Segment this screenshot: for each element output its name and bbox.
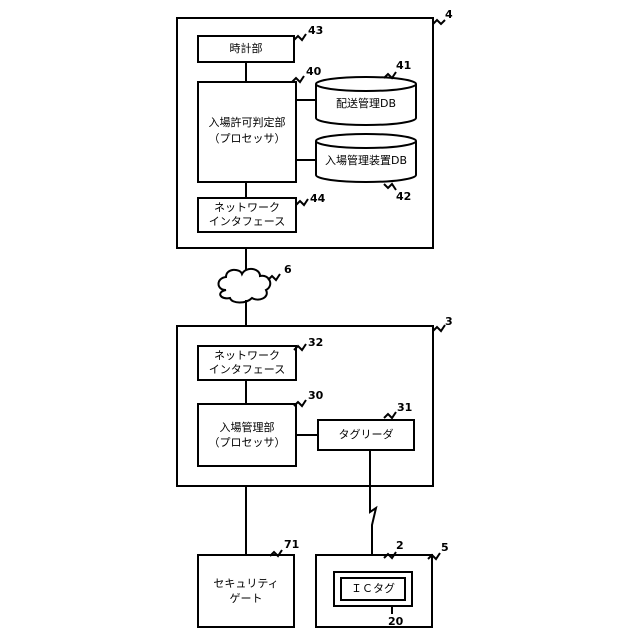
network-ref-leader xyxy=(268,274,280,280)
network-ref: 6 xyxy=(284,263,292,276)
package-ref: 5 xyxy=(441,541,449,554)
tag-reader-label: タグリーダ xyxy=(339,427,394,441)
device-nif-line2: インタフェース xyxy=(209,363,285,376)
device-ref-leader xyxy=(433,325,445,331)
package-ref-leader xyxy=(428,553,440,559)
server-processor-line1: 入場許可判定部 xyxy=(209,115,286,129)
device-processor-ref: 30 xyxy=(308,389,324,402)
gate-ref: 71 xyxy=(284,538,299,551)
ic-tag-ref: 2 xyxy=(396,539,404,552)
db-delivery-ref: 41 xyxy=(396,59,411,72)
network-cloud xyxy=(219,269,271,303)
server-ref: 4 xyxy=(445,8,453,21)
server-nif-ref: 44 xyxy=(310,192,326,205)
ic-tag-ref-bottom: 20 xyxy=(388,615,404,628)
server-processor-line2: （プロセッサ） xyxy=(209,132,286,145)
db-entry-label: 入場管理装置DB xyxy=(325,153,407,167)
clock-ref: 43 xyxy=(308,24,323,37)
device-nif-line1: ネットワーク xyxy=(214,349,280,362)
clock-label: 時計部 xyxy=(230,41,263,55)
gate-line2: ゲート xyxy=(230,592,263,605)
server-processor-ref: 40 xyxy=(306,65,322,78)
server-nif-line1: ネットワーク xyxy=(214,201,280,214)
ic-tag-label: ＩＣタグ xyxy=(351,581,395,595)
db-entry-ref: 42 xyxy=(396,190,411,203)
gate-line1: セキュリティ xyxy=(213,577,278,590)
server-ref-leader xyxy=(433,20,445,24)
gate-box xyxy=(198,555,294,627)
device-processor-line2: （プロセッサ） xyxy=(209,436,286,449)
device-nif-ref: 32 xyxy=(308,336,323,349)
server-nif-line2: インタフェース xyxy=(209,215,285,228)
db-delivery-label: 配送管理DB xyxy=(336,96,396,110)
device-processor-box xyxy=(198,404,296,466)
device-processor-line1: 入場管理部 xyxy=(220,420,275,434)
tag-reader-ref: 31 xyxy=(397,401,412,414)
device-ref: 3 xyxy=(445,315,453,328)
